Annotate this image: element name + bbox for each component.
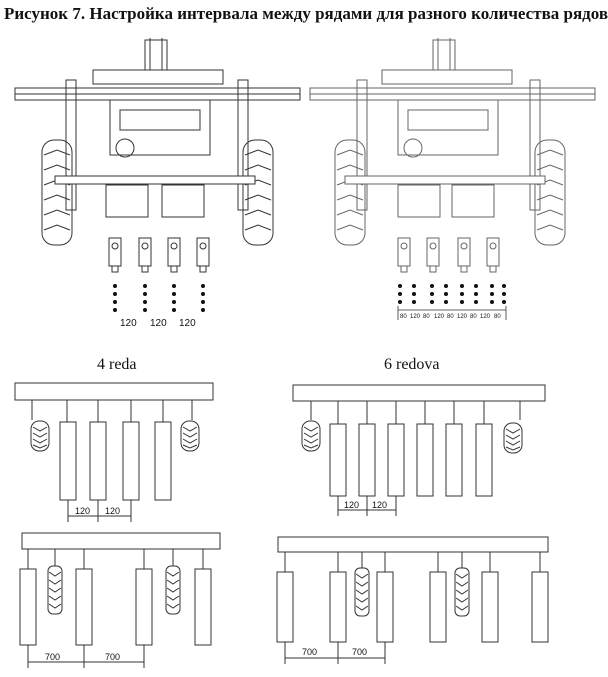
seed-rows-4 [113,284,205,312]
spacing-dimension-6: 80 120 80 120 80 120 80 120 80 [397,306,507,320]
dimension-label: 700 [302,647,317,657]
dimension-label: 700 [352,647,367,657]
dimension-label: 700 [45,652,60,662]
right-tractor-wheel [242,139,274,246]
spacing-label: 120 [120,318,137,329]
label-four-rows: 4 reda [97,356,137,373]
layout-6-rows-700: 700 700 [276,536,549,664]
layout-4-rows-120: 120 120 [14,382,214,522]
layout-6-rows-120: 120 120 [292,384,546,516]
left-tractor-wheel [334,139,366,246]
spacing-label: 120 [179,318,196,329]
spacing-label: 80 [400,314,407,320]
dimension-label: 120 [105,506,120,516]
dimension-label: 120 [75,506,90,516]
machine-6-rows-drawing [309,38,596,273]
left-tractor-wheel [41,139,73,246]
spacing-label: 120 [150,318,167,329]
spacing-label: 80 [494,314,501,320]
spacing-label: 120 [410,314,421,320]
seed-rows-6 [398,284,506,304]
layout-4-rows-700: 700 700 [19,532,221,668]
machine-4-rows-drawing: 120 120 120 [14,38,301,329]
dimension-label: 120 [344,500,359,510]
spacing-label: 120 [434,314,445,320]
figure-title: Рисунок 7. Настройка интервала между ряд… [4,4,608,23]
label-six-rows: 6 redova [384,356,440,373]
right-tractor-wheel [534,139,566,246]
spacing-label: 80 [447,314,454,320]
spacing-label: 80 [470,314,477,320]
dimension-label: 120 [372,500,387,510]
spacing-label: 120 [480,314,491,320]
dimension-label: 700 [105,652,120,662]
spacing-label: 120 [457,314,468,320]
spacing-label: 80 [423,314,430,320]
